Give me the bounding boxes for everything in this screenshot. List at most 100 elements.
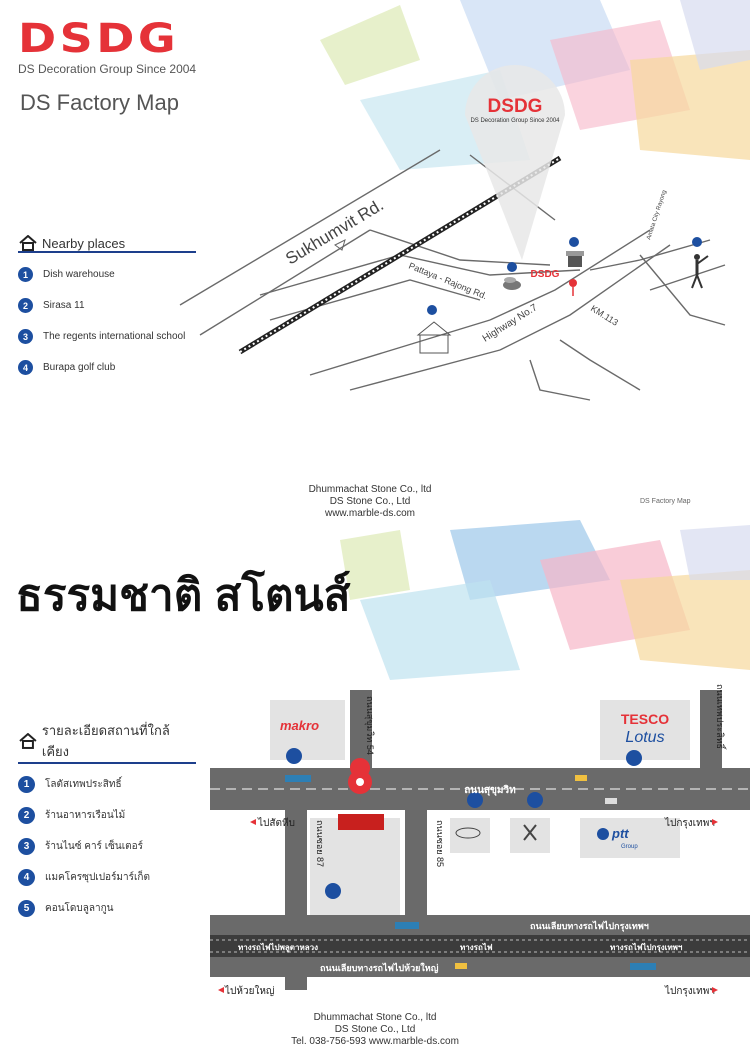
list-item: 3 ร้านไนซ์ คาร์ เซ็นเตอร์ <box>18 838 196 855</box>
rail-label: ทางรถไฟ <box>460 942 493 952</box>
direction-bangkok: ไปกรุงเทพฯ <box>664 817 715 829</box>
road-label-pattaya: Pattaya - Rajong Rd. <box>407 261 488 302</box>
nearby-heading-text: Nearby places <box>42 235 126 251</box>
place-marker-2 <box>507 262 517 272</box>
school-icon <box>416 321 452 354</box>
brand-logo: DSDG DS Decoration Group Since 2004 <box>18 18 208 76</box>
makro-logo: makro <box>280 718 319 733</box>
place-label: ร้านไนซ์ คาร์ เซ็นเตอร์ <box>45 841 144 852</box>
road-label-sukhumvit: ถนนสุขุมวิท <box>464 784 516 796</box>
nearby-heading-text: รายละเอียดสถานที่ใกล้เคียง <box>41 723 170 759</box>
thai-title: ธรรมชาติ สโตนส์ <box>16 571 351 620</box>
place-number-badge: 4 <box>18 360 33 375</box>
restaurant-icon <box>523 824 537 841</box>
place-label: แมคโครซุปเปอร์มาร์เก็ต <box>45 872 150 883</box>
place-marker-1 <box>569 237 579 247</box>
road-label-thepprasit: ถนนเทพประสิทธิ์ <box>715 684 727 751</box>
logo-text: DSDG <box>18 16 180 62</box>
nearby-heading: Nearby places <box>18 235 196 251</box>
decorative-squares-middle <box>340 520 750 680</box>
place-label: Dish warehouse <box>43 269 115 280</box>
contact-line[interactable]: Tel. 038-756-593 www.marble-ds.com <box>291 1036 459 1047</box>
road-label-soi87: ถนนซอย 87 <box>315 820 325 867</box>
pin-logo: DSDG <box>488 96 543 117</box>
road-label-rail-parallel-bottom: ถนนเลียบทางรถไฟไปห้วยใหญ่ <box>320 962 439 974</box>
factory-building <box>338 814 384 830</box>
place-label: The regents international school <box>43 331 186 342</box>
home-icon <box>19 235 37 251</box>
compass-caption: DS Factory Map <box>640 498 691 505</box>
car-service-icon <box>455 827 481 839</box>
red-location-pin <box>569 279 577 287</box>
road-label-highway: Highway No.7 <box>481 302 540 345</box>
place-number-badge: 5 <box>18 900 35 917</box>
place-marker-3 <box>427 305 437 315</box>
place-label: คอนโดบลูลากูน <box>45 903 114 914</box>
place-label: ร้านอาหารเรือนไม้ <box>45 810 126 821</box>
arrow-left-icon <box>250 819 256 825</box>
direction-huaiyai: ไปห้วยใหญ่ <box>224 985 274 997</box>
home-icon <box>19 733 37 749</box>
list-item: 3 The regents international school <box>18 329 196 344</box>
arrow-left-icon <box>218 987 224 993</box>
company-credit-bottom: Dhummachat Stone Co., ltd DS Stone Co., … <box>250 1012 500 1048</box>
road-label-rail-parallel-top: ถนนเลียบทางรถไฟไปกรุงเทพฯ <box>530 920 649 932</box>
direction-bangkok-2: ไปกรุงเทพฯ <box>664 985 715 997</box>
arrow-right-icon <box>712 987 718 993</box>
bus-icon <box>630 963 656 970</box>
nearby-heading: รายละเอียดสถานที่ใกล้เคียง <box>18 720 196 762</box>
car-icon <box>455 963 467 969</box>
place-number-badge: 3 <box>18 838 35 855</box>
place-number-badge: 1 <box>18 776 35 793</box>
place-marker-4 <box>286 748 302 764</box>
company-name-2: DS Stone Co., Ltd <box>334 1024 416 1035</box>
road-label-soi85: ถนนซอย 85 <box>435 820 445 867</box>
place-number-badge: 1 <box>18 267 33 282</box>
road-label-amata: Amata City Rayong <box>646 190 668 241</box>
nearby-places-legend: Nearby places 1 Dish warehouse 2 Sirasa 11… <box>18 235 196 375</box>
place-number-badge: 4 <box>18 869 35 886</box>
company-credit: Dhummachat Stone Co., ltd DS Stone Co., … <box>260 484 480 520</box>
place-number-badge: 2 <box>18 298 33 313</box>
factory-location-pin: DSDG DS Decoration Group Since 2004 <box>465 64 565 260</box>
place-marker-4 <box>692 237 702 247</box>
logo-tagline: DS Decoration Group Since 2004 <box>18 62 197 76</box>
road-label-km: KM.113 <box>589 303 620 328</box>
company-name-2: DS Stone Co., Ltd <box>329 496 411 507</box>
street-map: makro TESCO Lotus ptt Group ถนนสุขุมวิท … <box>210 684 750 997</box>
road-label-sukhumvit: Sukhumvit Rd. <box>282 195 387 268</box>
place-label: Sirasa 11 <box>43 300 85 311</box>
company-name: Dhummachat Stone Co., ltd <box>313 1012 437 1023</box>
arrow-right-icon <box>712 819 718 825</box>
factory-map-sketch: Sukhumvit Rd. Pattaya - Rajong Rd. Highw… <box>179 64 726 401</box>
direction-sattahip: ไปสัตหีบ <box>257 817 295 829</box>
nearby-places-legend-thai: รายละเอียดสถานที่ใกล้เคียง 1 โลตัสเทพประส… <box>18 720 196 917</box>
list-item: 4 แมคโครซุปเปอร์มาร์เก็ต <box>18 869 196 886</box>
place-marker-2 <box>527 792 543 808</box>
place-number-badge: 2 <box>18 807 35 824</box>
ptt-sub: Group <box>621 844 638 850</box>
place-marker-1 <box>626 750 642 766</box>
rail-label-map: ทางรถไฟไปพลูตาหลวง <box>238 942 318 953</box>
golfer-icon <box>691 254 709 289</box>
list-item: 2 ร้านอาหารเรือนไม้ <box>18 807 196 824</box>
road-label-soi54: ถนนสุขุมวิท 54 <box>364 696 375 755</box>
list-item: 1 โลตัสเทพประสิทธิ์ <box>18 776 196 793</box>
bus-icon <box>395 922 419 929</box>
list-item: 5 คอนโดบลูลากูน <box>18 900 196 917</box>
pin-tagline: DS Decoration Group Since 2004 <box>470 118 560 124</box>
stones-icon <box>503 277 521 290</box>
bus-icon <box>285 775 311 782</box>
list-item: 1 Dish warehouse <box>18 267 196 282</box>
ptt-drop-icon <box>597 828 609 840</box>
car-icon <box>605 798 617 804</box>
company-name: Dhummachat Stone Co., ltd <box>308 484 432 495</box>
place-marker-5 <box>325 883 341 899</box>
ptt-logo: ptt <box>611 826 629 841</box>
place-marker-3 <box>467 792 483 808</box>
place-number-badge: 3 <box>18 329 33 344</box>
place-label: โลตัสเทพประสิทธิ์ <box>45 779 122 790</box>
car-icon <box>575 775 587 781</box>
website-link[interactable]: www.marble-ds.com <box>324 508 416 519</box>
rail-label-bangkok: ทางรถไฟไปกรุงเทพฯ <box>610 942 683 953</box>
